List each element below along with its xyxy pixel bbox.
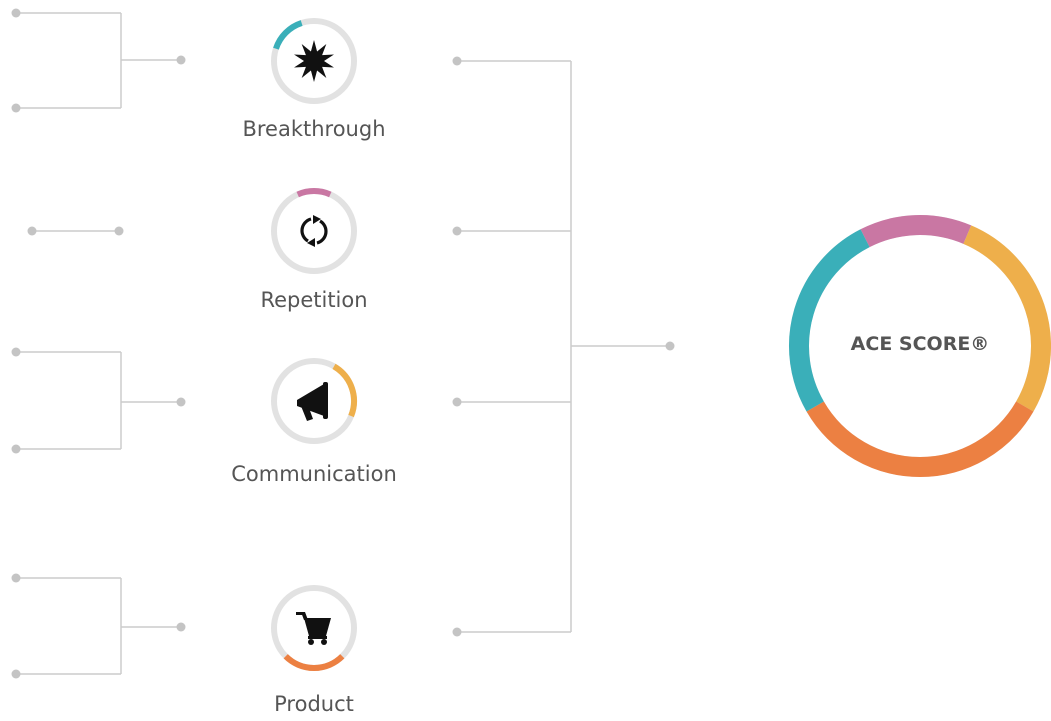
node-label-repetition: Repetition: [260, 288, 368, 312]
connector-dot: [176, 397, 186, 407]
connector-dot: [452, 226, 462, 236]
ace-score-segment-repetition: [860, 215, 972, 248]
node-label-product: Product: [274, 692, 354, 716]
node-ring-arc-communication: [332, 363, 357, 418]
node-label-communication: Communication: [231, 462, 397, 486]
connector-dot: [11, 103, 21, 113]
shopping-cart-icon: [296, 612, 331, 645]
connector-dot: [11, 347, 21, 357]
connector-lines: [11, 8, 675, 679]
ace-score-segment-product: [806, 401, 1034, 477]
connector-dot: [27, 226, 37, 236]
connector-dot: [176, 55, 186, 65]
connector-dot: [452, 397, 462, 407]
connector-dot: [452, 627, 462, 637]
connector-dot: [452, 56, 462, 66]
node-ring-repetition: [271, 188, 357, 274]
connector-dot: [11, 444, 21, 454]
refresh-cycle-icon: [300, 215, 328, 247]
node-ring-arc-product: [283, 654, 345, 671]
ace-score-segment-communication: [963, 225, 1051, 412]
connector-dot: [665, 341, 675, 351]
starburst-icon: [294, 40, 334, 82]
ace-score-segment-breakthrough: [789, 229, 870, 412]
connector-dot: [176, 622, 186, 632]
connector-dot: [114, 226, 124, 236]
connector-dot: [11, 8, 21, 18]
node-ring-arc-repetition: [296, 188, 332, 198]
ace-score-label: ACE SCORE®: [850, 333, 990, 355]
node-label-breakthrough: Breakthrough: [242, 117, 386, 141]
connector-dot: [11, 573, 21, 583]
node-ring-arc-breakthrough: [273, 20, 303, 50]
megaphone-icon: [297, 382, 328, 421]
node-rings: [271, 18, 1051, 671]
connector-dot: [11, 669, 21, 679]
